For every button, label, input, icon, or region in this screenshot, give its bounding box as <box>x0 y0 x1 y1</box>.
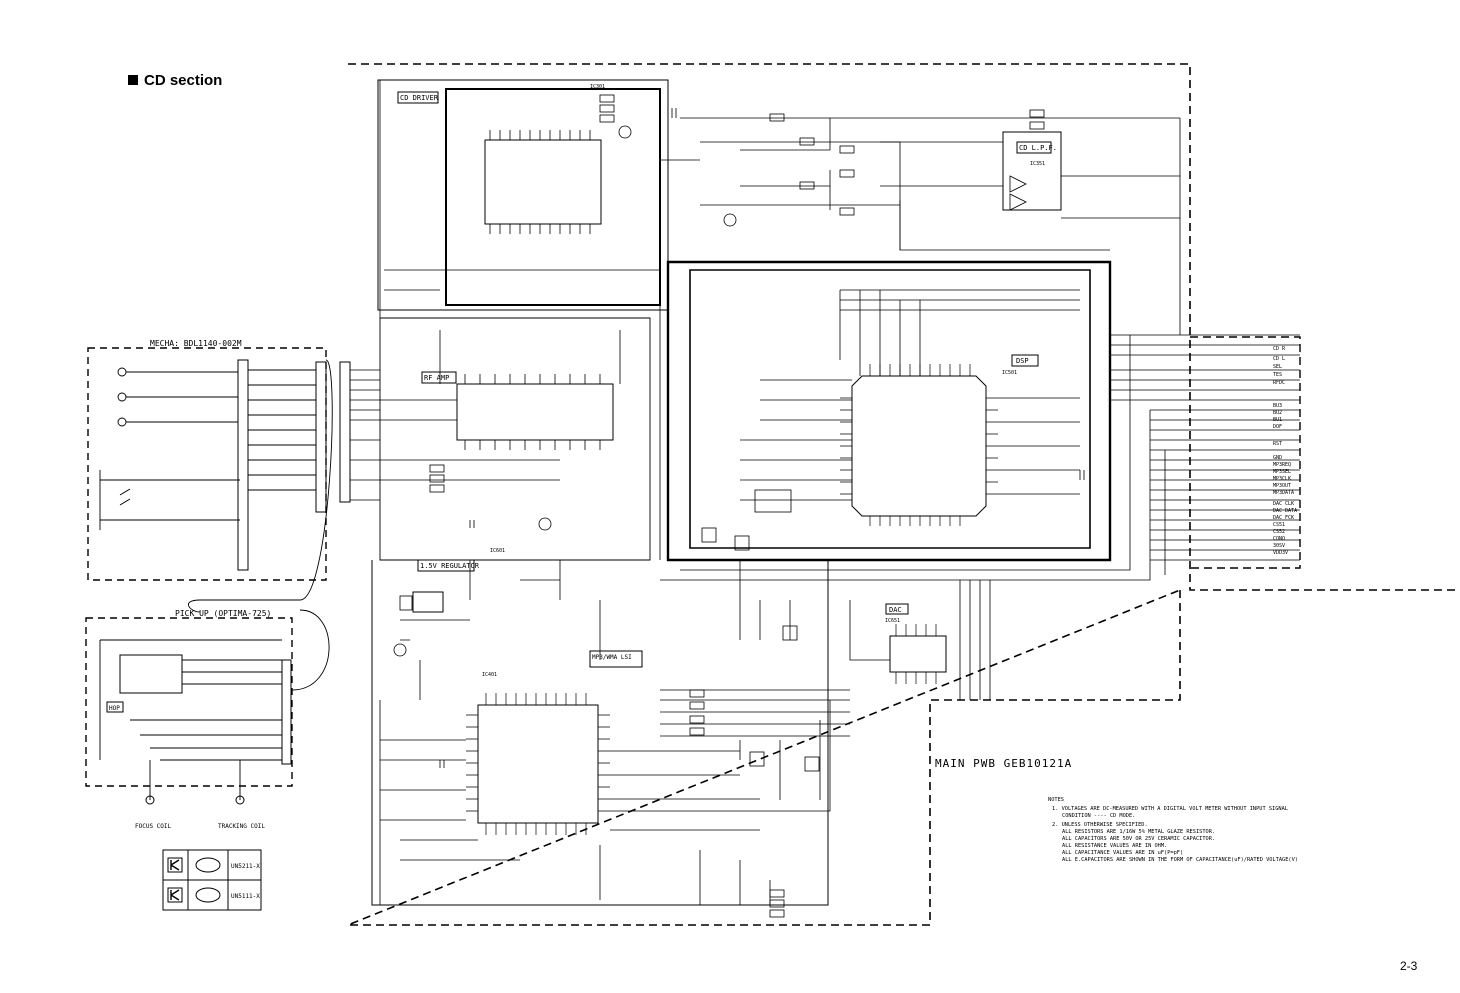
signal-11: MP3REQ <box>1273 462 1291 468</box>
cd-driver-box <box>445 88 661 306</box>
transistor-legend <box>162 849 262 911</box>
note-1: 1. VOLTAGES ARE DC-MEASURED WITH A DIGIT… <box>1052 806 1288 812</box>
signal-14: MP3OUT <box>1273 483 1291 489</box>
signal-2: SEL <box>1273 364 1282 370</box>
note-2b: ALL CAPACITORS ARE 50V OR 25V CERAMIC CA… <box>1062 836 1215 842</box>
signal-16: DAC CLK <box>1273 501 1294 507</box>
ic-mp3 <box>477 704 599 824</box>
regulator-label: 1.5V REGULATOR <box>420 562 480 570</box>
ic-dac <box>889 635 947 673</box>
ic301-label: IC301 <box>590 84 605 90</box>
cd-lpf-label: CD L.P.F. <box>1019 144 1057 152</box>
pickup-wiring <box>99 359 333 800</box>
signal-3: TES <box>1273 372 1282 378</box>
mp3-label: MP3/WMA LSI <box>592 654 632 661</box>
signal-7: BU1 <box>1273 417 1282 423</box>
title-bullet <box>128 75 138 85</box>
mecha-box <box>87 347 327 581</box>
mp3-frame <box>371 560 829 906</box>
pickup-ic <box>119 654 183 694</box>
ic-cd-driver <box>484 139 602 225</box>
cd-driver-label: CD DRIVER <box>400 94 439 102</box>
rf-amp-label: RF AMP <box>424 374 449 382</box>
section-title-text: CD section <box>144 72 223 89</box>
main-pwb-label: MAIN PWB GEB10121A <box>935 757 1072 770</box>
signal-15: MP3DATA <box>1273 490 1294 496</box>
signal-4: RFDC <box>1273 380 1285 386</box>
note-2c: ALL RESISTANCE VALUES ARE IN OHM. <box>1062 843 1167 849</box>
signal-6: BU2 <box>1273 410 1282 416</box>
note-2a: ALL RESISTORS ARE 1/16W 5% METAL GLAZE R… <box>1062 829 1215 835</box>
main-left-connector <box>339 361 351 503</box>
main-pwb-border <box>347 63 1460 926</box>
pickup-connector <box>281 659 292 765</box>
legend-row1: UN5211-X <box>231 863 260 870</box>
dsp-bus-frame-2 <box>689 269 1091 549</box>
ic-cd-driver-pins <box>489 130 591 234</box>
mecha-label: MECHA: BDL1140-002M <box>150 339 242 348</box>
ic-dac-pins <box>895 624 937 684</box>
rf-amp-frame <box>379 317 651 561</box>
pickup-label: PICK UP (OPTIMA-725) <box>175 609 271 618</box>
signal-19: CS51 <box>1273 522 1285 528</box>
cd-lpf-box <box>1002 131 1062 211</box>
mecha-connector <box>237 359 249 571</box>
ic501-label: IC501 <box>1002 370 1017 376</box>
note-2d: ALL CAPACITANCE VALUES ARE IN uF(P=pF) <box>1062 850 1183 856</box>
signal-5: BU3 <box>1273 403 1282 409</box>
dac-label: DAC <box>889 606 902 614</box>
signal-labels: CD R CD L SEL TES RFDC BU3 BU2 BU1 DOF R… <box>1273 346 1297 556</box>
hop-label: HOP <box>109 705 120 712</box>
ic351-label: IC351 <box>1030 161 1045 167</box>
signal-22: 30SV <box>1273 543 1285 549</box>
signal-17: DAC DATA <box>1273 508 1297 514</box>
signal-21: CONO <box>1273 536 1285 542</box>
notes: NOTES 1. VOLTAGES ARE DC-MEASURED WITH A… <box>1048 797 1298 863</box>
signal-20: CS52 <box>1273 529 1285 535</box>
signal-13: MP3CLK <box>1273 476 1291 482</box>
signal-23: VDD3V <box>1273 550 1288 556</box>
signal-12: MP3SEL <box>1273 469 1291 475</box>
dsp-label: DSP <box>1016 357 1029 365</box>
focus-coil-label: FOCUS COIL <box>135 823 172 830</box>
note-2: 2. UNLESS OTHERWISE SPECIFIED. <box>1052 822 1148 828</box>
mecha-connector-2 <box>315 361 327 513</box>
cd-driver-inner <box>377 79 669 311</box>
ic-dsp-pins <box>840 364 998 526</box>
components <box>393 94 1085 918</box>
right-connector-bracket <box>1190 336 1301 569</box>
ic601-label: IC601 <box>490 548 505 554</box>
mecha-switches <box>99 367 316 530</box>
signal-18: DAC FCK <box>1273 515 1294 521</box>
section-title: CD section <box>128 72 222 89</box>
note-2e: ALL E.CAPACITORS ARE SHOWN IN THE FORM O… <box>1062 857 1298 863</box>
tracking-coil-label: TRACKING COIL <box>218 823 265 830</box>
ic651-label: IC651 <box>885 618 900 624</box>
legend-row2: UN5111-X <box>231 893 260 900</box>
ic-rf-amp-pins <box>464 374 601 450</box>
signal-9: RST <box>1273 441 1282 447</box>
note-1b: CONDITION ---- CD MODE. <box>1062 813 1135 819</box>
ic401-label: IC401 <box>482 672 497 678</box>
ic-mp3-pins <box>466 693 610 835</box>
page-number: 2-3 <box>1400 959 1418 973</box>
ic-regulator <box>412 591 444 613</box>
signal-0: CD R <box>1273 346 1286 352</box>
pickup-box <box>85 617 293 787</box>
bus-wiring <box>350 80 1300 905</box>
signal-1: CD L <box>1273 356 1285 362</box>
notes-title: NOTES <box>1048 797 1064 803</box>
ic-rf-amp <box>456 383 614 441</box>
ic-dsp <box>851 375 987 517</box>
signal-10: GND <box>1273 455 1282 461</box>
signal-8: DOF <box>1273 424 1282 430</box>
dsp-bus-frame <box>666 260 1112 562</box>
